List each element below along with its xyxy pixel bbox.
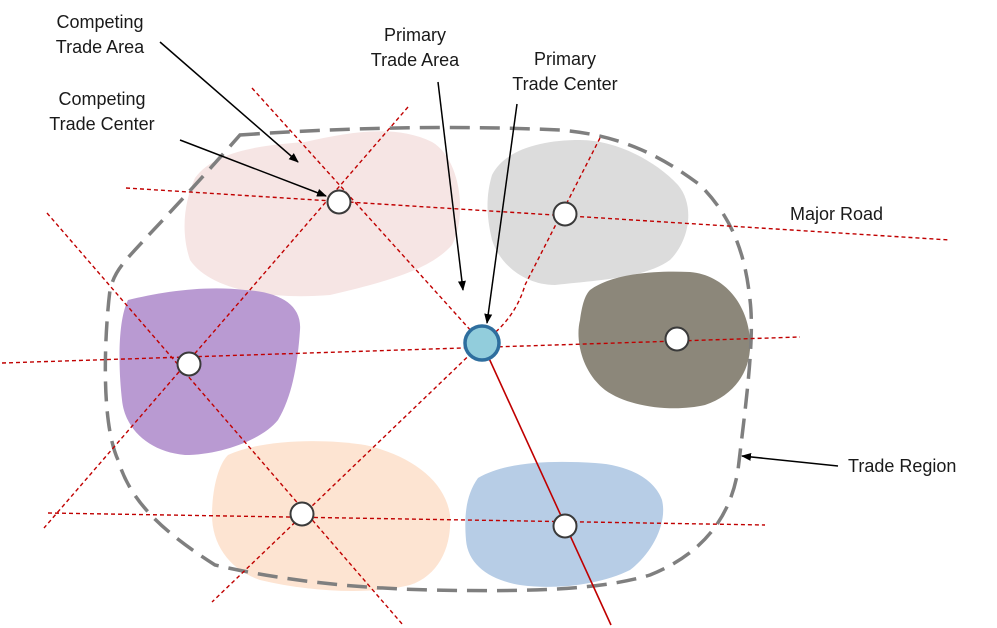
trade-area-peach [212, 441, 451, 592]
trade-center-purple [176, 351, 202, 377]
road-upper-left-diagonal [43, 106, 409, 529]
road-solid-primary [481, 342, 612, 626]
trade-center-taupe [664, 326, 690, 352]
road-top-horizontal [125, 187, 951, 241]
trade-center-blue [552, 513, 578, 539]
major-roads [1, 87, 951, 626]
label-competing-trade-center: Competing Trade Center [49, 89, 155, 134]
arrow-primary-trade-center [484, 103, 518, 324]
trade-area-purple [119, 288, 301, 455]
trade-region-boundary [103, 125, 754, 593]
trade-area-gray [487, 140, 689, 285]
arrow-competing-trade-center [179, 139, 327, 197]
road-lower-diagonal [211, 342, 483, 603]
annotation-arrows [159, 41, 839, 467]
arrow-trade-region [741, 452, 839, 467]
label-major-road: Major Road [790, 204, 884, 224]
trade-area-pink [184, 131, 461, 297]
trade-area-taupe [578, 271, 751, 409]
competing-trade-center [326, 189, 352, 215]
primary-trade-center [463, 324, 501, 362]
road-competing-diagonal [251, 87, 483, 344]
label-competing-trade-area: Competing Trade Area [55, 12, 145, 57]
label-primary-trade-area: Primary Trade Area [370, 25, 460, 70]
arrow-competing-trade-area [159, 41, 299, 163]
road-bottom-horizontal [47, 512, 766, 526]
trade-centers [176, 189, 690, 539]
trade-center-peach [289, 501, 315, 527]
road-right-diagonal [481, 137, 601, 344]
trade-center-gray [552, 201, 578, 227]
label-primary-trade-center: Primary Trade Center [512, 49, 618, 94]
arrow-primary-trade-area [437, 81, 466, 291]
label-trade-region: Trade Region [848, 456, 957, 476]
